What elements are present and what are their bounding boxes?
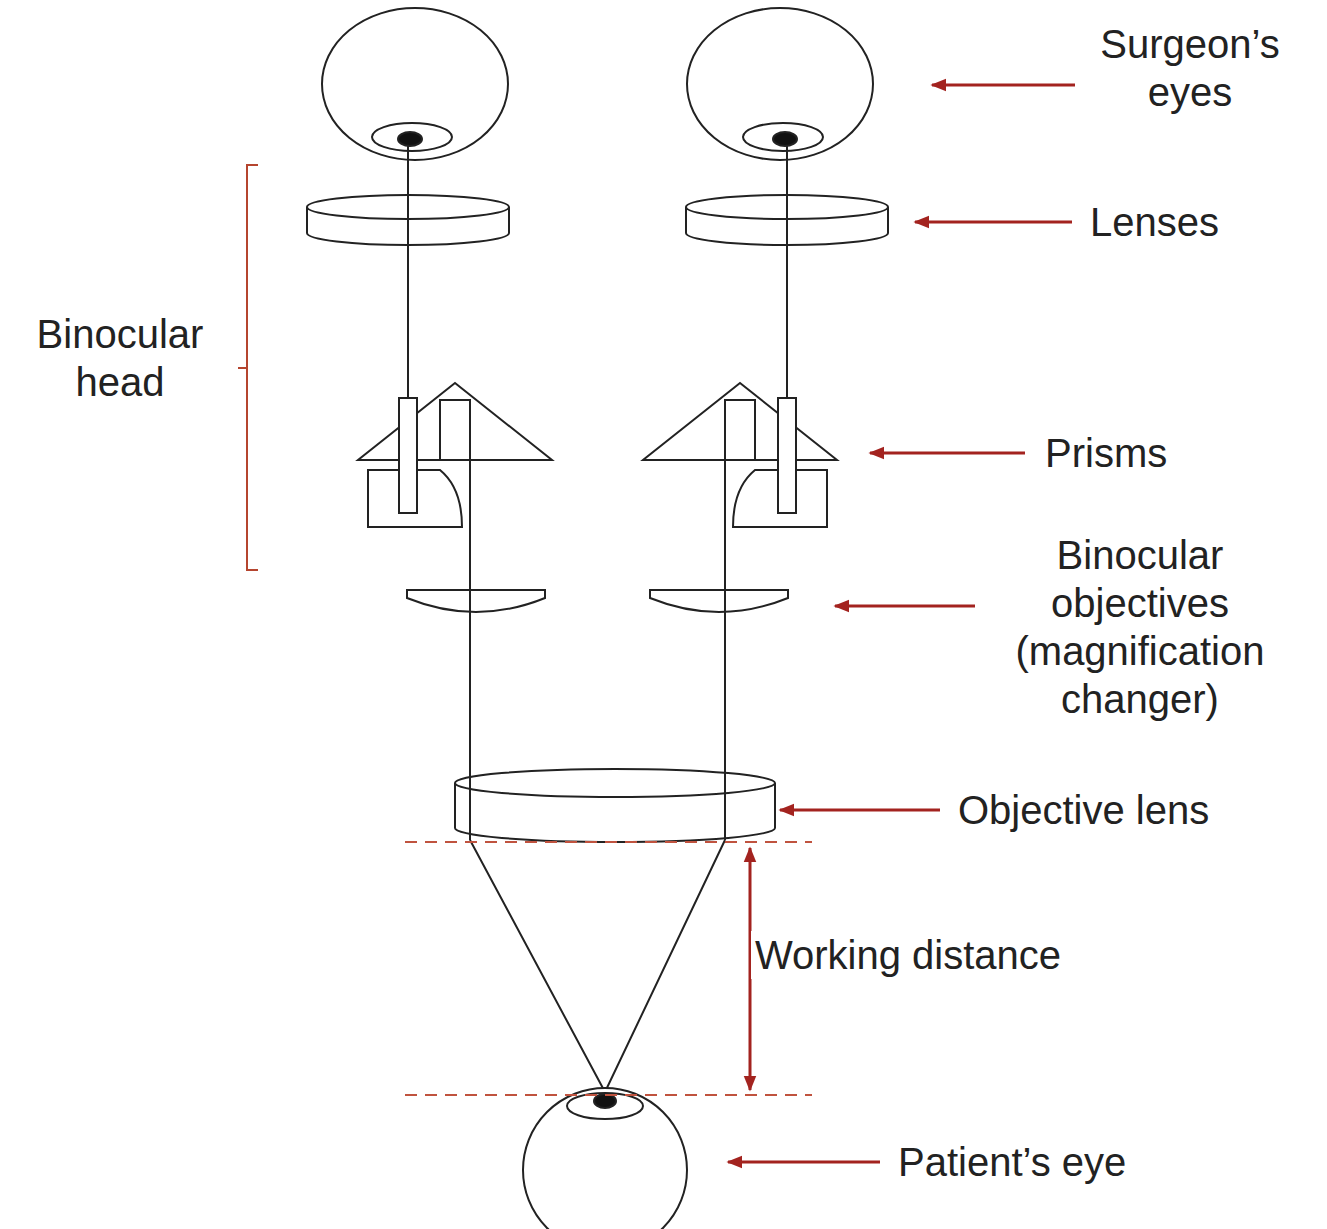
leader-arrow bbox=[780, 809, 940, 812]
leader-arrow bbox=[870, 452, 1025, 455]
patient-eye bbox=[523, 1088, 687, 1229]
iris bbox=[567, 1093, 643, 1119]
leader-arrow bbox=[835, 605, 975, 608]
dashed-line bbox=[405, 841, 812, 843]
part-label: Patient’s eye bbox=[898, 1138, 1126, 1186]
part-label: Binocular head bbox=[8, 310, 232, 406]
part-label: Surgeon’s eyes bbox=[1065, 20, 1315, 116]
leader-arrow bbox=[915, 221, 1072, 224]
light-cone bbox=[470, 840, 725, 1092]
leader-arrow bbox=[728, 1161, 880, 1164]
pupil bbox=[594, 1094, 616, 1108]
dashed-line bbox=[405, 1094, 812, 1096]
part-label: Working distance bbox=[751, 931, 1065, 979]
leader-arrow bbox=[932, 84, 1075, 87]
part-label: Objective lens bbox=[958, 786, 1209, 834]
part-label: Binocular objectives (magnification chan… bbox=[970, 531, 1310, 723]
part-label: Lenses bbox=[1090, 198, 1219, 246]
objective-lens-top bbox=[455, 769, 775, 797]
bracket bbox=[238, 165, 258, 570]
part-label: Prisms bbox=[1045, 429, 1167, 477]
